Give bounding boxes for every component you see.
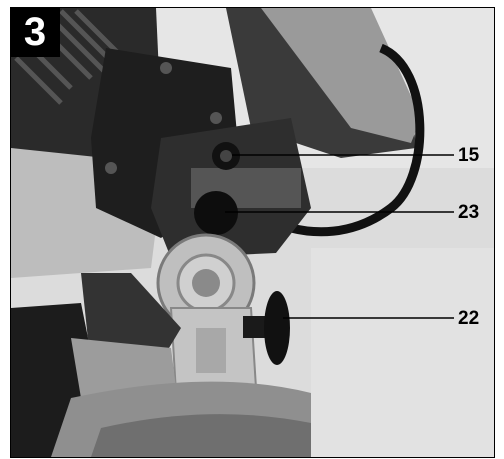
figure-number-badge: 3: [10, 7, 60, 57]
photo-frame: [10, 7, 495, 458]
machine-photo: [11, 8, 494, 457]
callout-23-label: 23: [458, 202, 480, 223]
callout-15-label: 15: [458, 145, 480, 166]
callout-22-label: 22: [458, 308, 480, 329]
